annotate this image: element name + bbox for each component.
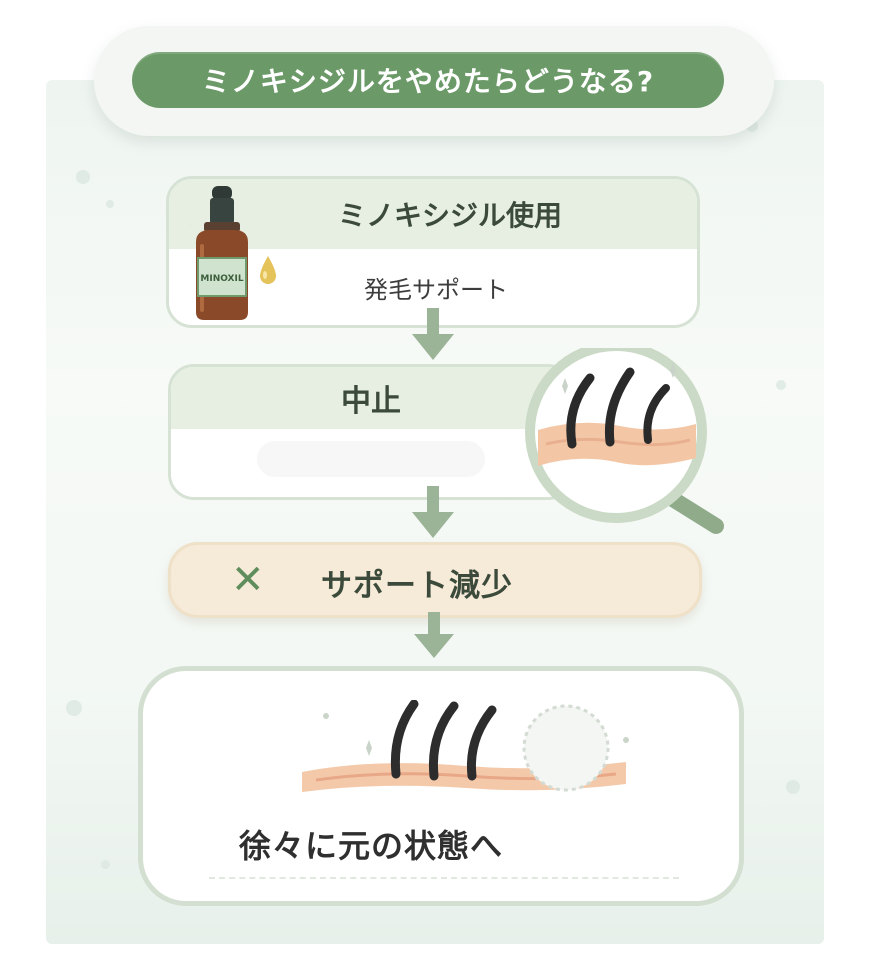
step-stop-empty-field [257, 441, 485, 477]
dropper-bottle-icon: MINOXIL [190, 186, 248, 320]
step-support-decrease-label: サポート減少 [321, 568, 513, 604]
magnifying-glass-hair-icon [525, 348, 724, 534]
step-minoxidil-use-subtext: 発毛サポート [364, 275, 508, 304]
arrow-down-icon [414, 612, 454, 658]
step-stop-card: 中止 [168, 364, 574, 500]
page-title: ミノキシジルをやめたらどうなる? [132, 52, 724, 108]
oil-drop-icon [260, 256, 276, 284]
step-return-label: 徐々に元の状態へ [239, 827, 504, 865]
scalp-hair-icon [302, 700, 629, 792]
step-support-decrease-pill: ✕ サポート減少 [168, 542, 702, 618]
x-mark-icon: ✕ [231, 557, 265, 603]
step-minoxidil-use-heading: ミノキシジル使用 [169, 179, 697, 249]
arrow-down-icon [412, 486, 454, 538]
dashed-divider [209, 877, 679, 879]
arrow-down-icon [412, 308, 454, 360]
step-stop-heading: 中止 [171, 367, 571, 429]
bottle-label: MINOXIL [200, 274, 243, 284]
